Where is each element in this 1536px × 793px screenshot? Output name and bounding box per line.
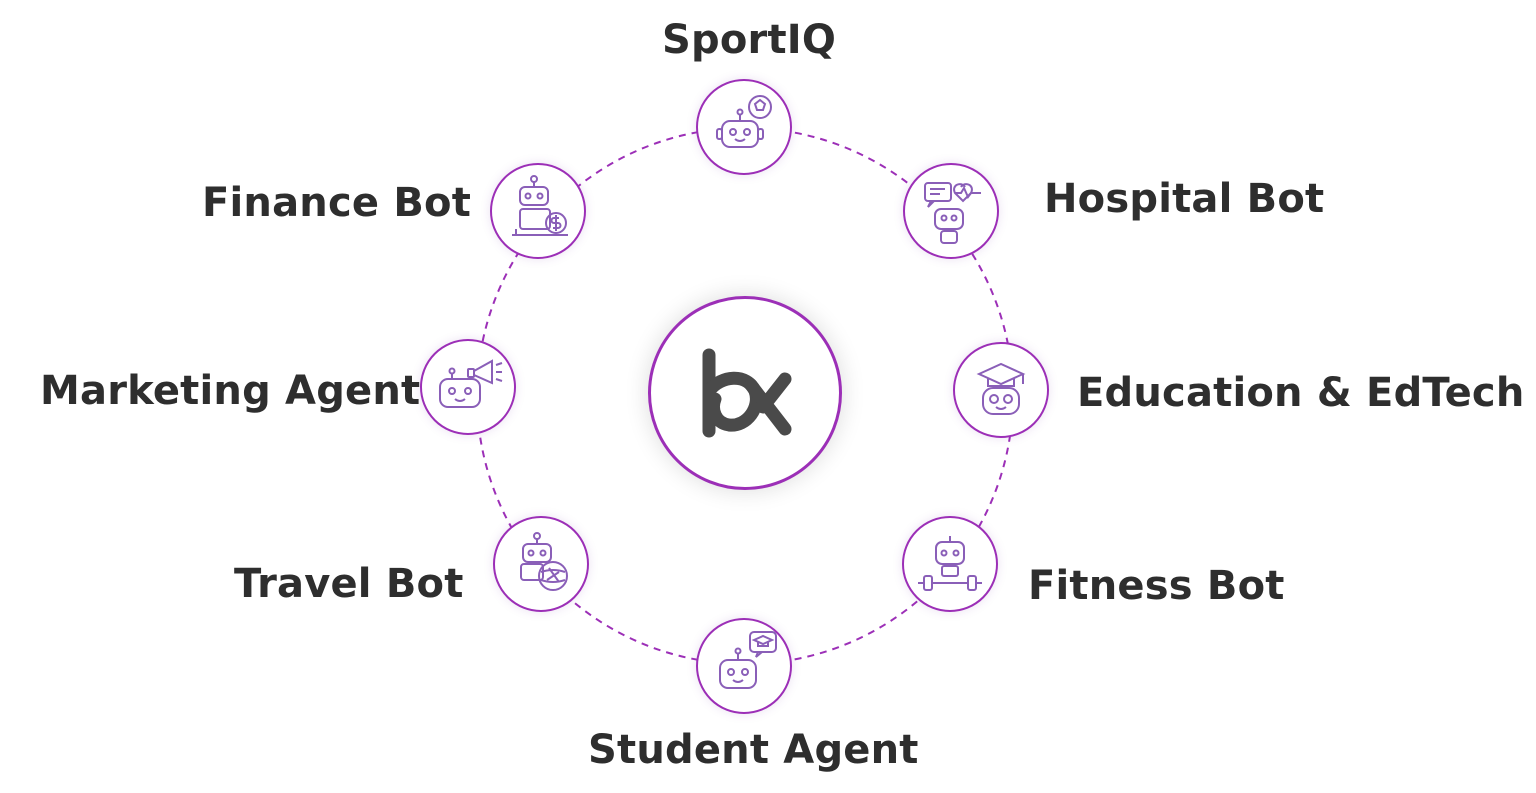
- label-finance: Finance Bot: [202, 180, 472, 226]
- label-marketing: Marketing Agent: [40, 368, 421, 414]
- node-finance[interactable]: [490, 163, 586, 259]
- robot-graduation-cap-icon: [976, 362, 1026, 415]
- node-sportiq[interactable]: [696, 79, 792, 175]
- center-hub: [648, 296, 842, 490]
- label-fitness: Fitness Bot: [1028, 563, 1285, 609]
- robot-soccer-ball-icon: [716, 95, 772, 148]
- node-marketing[interactable]: [420, 339, 516, 435]
- robot-desk-coin-icon: [512, 175, 568, 236]
- node-fitness[interactable]: [902, 516, 998, 612]
- label-education: Education & EdTech: [1077, 370, 1525, 416]
- robot-megaphone-icon: [439, 359, 503, 408]
- label-travel: Travel Bot: [234, 561, 464, 607]
- robot-chat-heartbeat-icon: [924, 182, 981, 244]
- node-student[interactable]: [696, 618, 792, 714]
- node-hospital[interactable]: [903, 163, 999, 259]
- node-travel[interactable]: [493, 516, 589, 612]
- label-student: Student Agent: [588, 727, 919, 773]
- robot-globe-plane-icon: [520, 532, 568, 591]
- robot-dumbbell-icon: [918, 536, 982, 591]
- robot-mortarboard-bubble-icon: [719, 631, 777, 689]
- bx-logo-icon: [702, 348, 792, 438]
- node-education[interactable]: [953, 342, 1049, 438]
- label-sportiq: SportIQ: [662, 17, 837, 63]
- label-hospital: Hospital Bot: [1044, 176, 1325, 222]
